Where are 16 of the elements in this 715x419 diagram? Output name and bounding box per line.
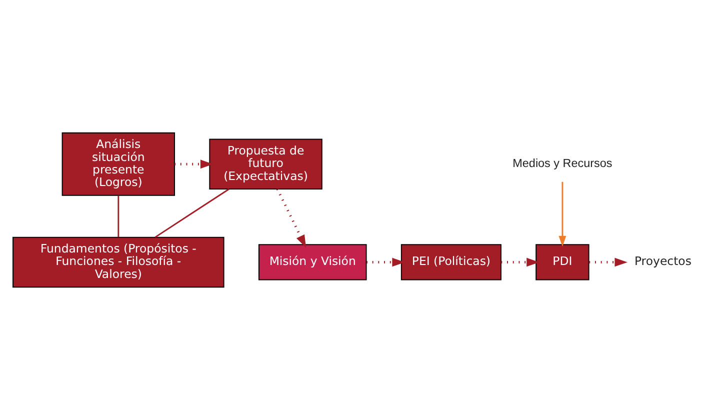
node-box: PDI bbox=[536, 244, 590, 280]
node-box: Propuesta de futuro (Expectativas) bbox=[209, 138, 322, 189]
node-box: Misión y Visión bbox=[258, 244, 367, 280]
arrow bbox=[558, 181, 566, 246]
arrow bbox=[174, 159, 214, 168]
node-text: Proyectos bbox=[634, 254, 692, 268]
node-box: PEI (Políticas) bbox=[400, 244, 502, 280]
node-box: Análisis situación presente (Logros) bbox=[62, 132, 175, 196]
node-text: Medios y Recursos bbox=[512, 156, 612, 170]
arrow bbox=[276, 188, 306, 248]
arrow bbox=[501, 257, 540, 266]
arrow bbox=[366, 257, 405, 266]
node-box: Fundamentos (Propósitos - Funciones - Filosofía - Valores) bbox=[12, 236, 224, 288]
connector bbox=[154, 188, 230, 238]
arrow bbox=[589, 257, 628, 266]
connector bbox=[118, 195, 120, 237]
